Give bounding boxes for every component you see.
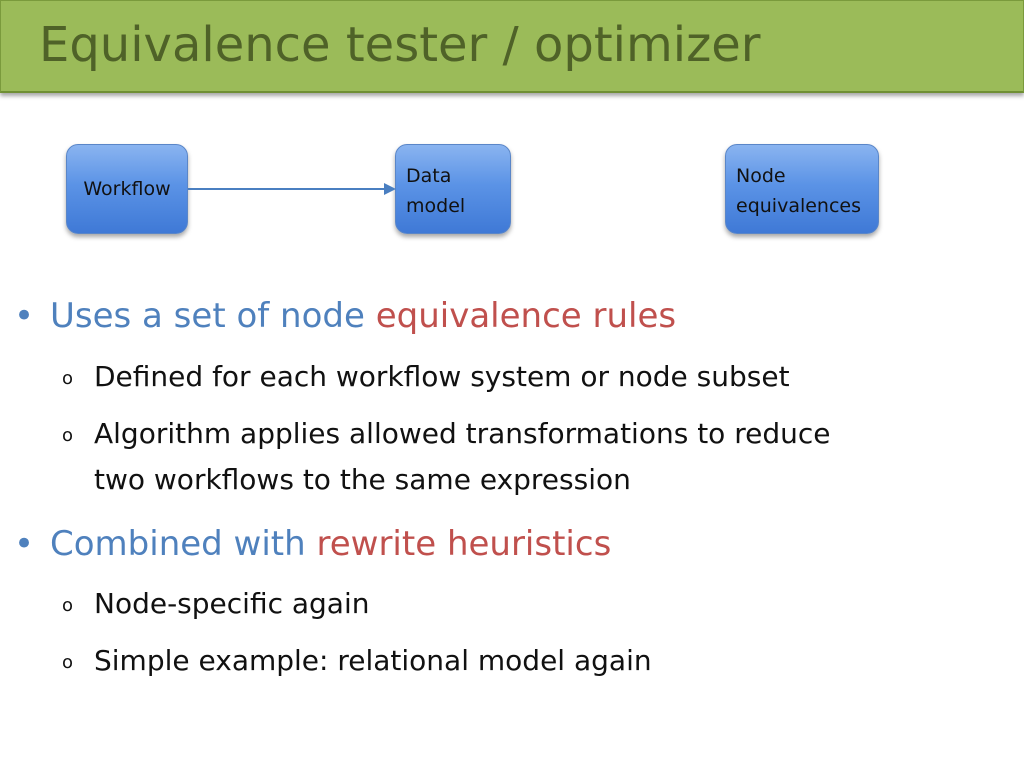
bullet-dot-icon: • [14,524,35,564]
sub-bullet-circle-icon: o [62,595,74,616]
arrowhead [384,183,396,195]
node-equivalences-node-line2: equivalences [736,195,862,217]
slide-title: Equivalence tester / optimizer [39,17,761,73]
bullet-2-highlight: rewrite heuristics [316,524,612,564]
bullet-2-text: Combined with [50,524,317,564]
sub-bullet-1-2: o Algorithm applies allowed transformati… [62,411,831,457]
sub-bullet-2-2: o Simple example: relational model again [62,638,652,684]
sub-bullet-1-1: o Defined for each workflow system or no… [62,354,790,400]
data-model-node-line1: Data [406,165,452,187]
bullet-1-highlight: equivalence rules [375,296,677,336]
workflow-node: Workflow [66,144,188,234]
bullet-1: • Uses a set of node equivalence rules [14,296,677,336]
sub-bullet-circle-icon: o [62,368,74,389]
bullet-dot-icon: • [14,296,35,336]
sub-bullet-1-2-line2: two workflows to the same expression [94,463,631,496]
sub-bullet-circle-icon: o [62,425,74,446]
sub-bullet-1-2-line1: Algorithm applies allowed transformation… [94,417,831,450]
sub-bullet-2-1: o Node-specific again [62,581,370,627]
sub-bullet-2-2-text: Simple example: relational model again [94,644,652,677]
sub-bullet-2-1-text: Node-specific again [94,587,370,620]
node-equivalences-node-line1: Node [736,165,786,187]
data-model-node-line2: model [406,195,466,217]
title-bar: Equivalence tester / optimizer [0,0,1024,93]
sub-bullet-1-2-cont: two workflows to the same expression [94,457,631,503]
bullet-1-text: Uses a set of node [50,296,376,336]
sub-bullet-circle-icon: o [62,652,74,673]
sub-bullet-1-1-text: Defined for each workflow system or node… [94,360,790,393]
bullet-2: • Combined with rewrite heuristics [14,524,612,564]
data-model-node: Data model [395,144,511,234]
workflow-node-label: Workflow [83,178,171,200]
workflow-to-data-model-arrow [188,183,396,195]
node-equivalences-node: Node equivalences [725,144,879,234]
